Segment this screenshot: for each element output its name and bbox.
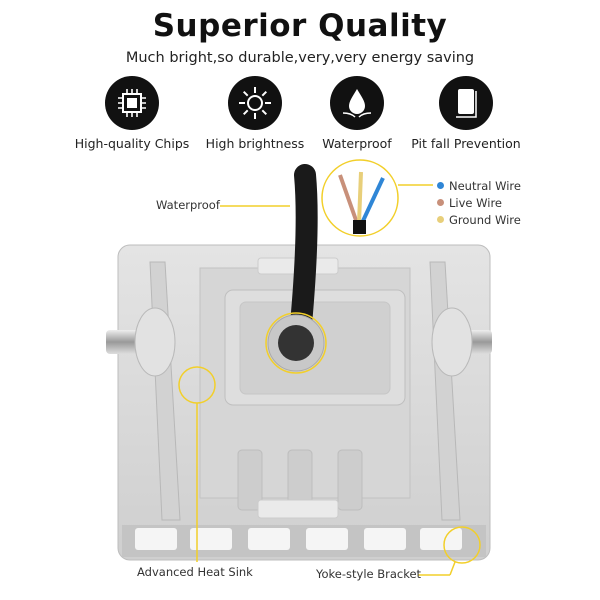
phone-shield-icon — [439, 76, 493, 130]
feature-high-quality-chips: High-quality Chips — [67, 76, 197, 151]
legend-ground-wire: Ground Wire — [437, 211, 521, 228]
legend-live-wire: Live Wire — [437, 194, 521, 211]
page-subtitle: Much bright,so durable,very,very energy … — [125, 50, 475, 66]
legend-label: Neutral Wire — [449, 178, 521, 193]
feature-high-brightness: High brightness — [190, 76, 320, 151]
callout-waterproof: Waterproof — [156, 198, 220, 212]
legend-neutral-wire: Neutral Wire — [437, 177, 521, 194]
live-dot-icon — [437, 199, 444, 206]
feature-label: High-quality Chips — [74, 136, 190, 151]
water-drop-icon — [330, 76, 384, 130]
page-title: Superior Quality — [152, 8, 448, 44]
feature-waterproof: Waterproof — [292, 76, 422, 151]
wire-legend: Neutral Wire Live Wire Ground Wire — [437, 177, 521, 228]
feature-label: Waterproof — [322, 136, 392, 151]
ground-dot-icon — [437, 216, 444, 223]
legend-label: Ground Wire — [449, 212, 521, 227]
legend-label: Live Wire — [449, 195, 503, 210]
neutral-dot-icon — [437, 182, 444, 189]
feature-pit-fall-prevention: Pit fall Prevention — [401, 76, 531, 151]
callout-heat-sink: Advanced Heat Sink — [137, 565, 253, 579]
sun-icon — [228, 76, 282, 130]
chip-icon — [105, 76, 159, 130]
callout-bracket: Yoke-style Bracket — [316, 567, 422, 581]
feature-label: Pit fall Prevention — [411, 136, 521, 151]
feature-label: High brightness — [205, 136, 305, 151]
